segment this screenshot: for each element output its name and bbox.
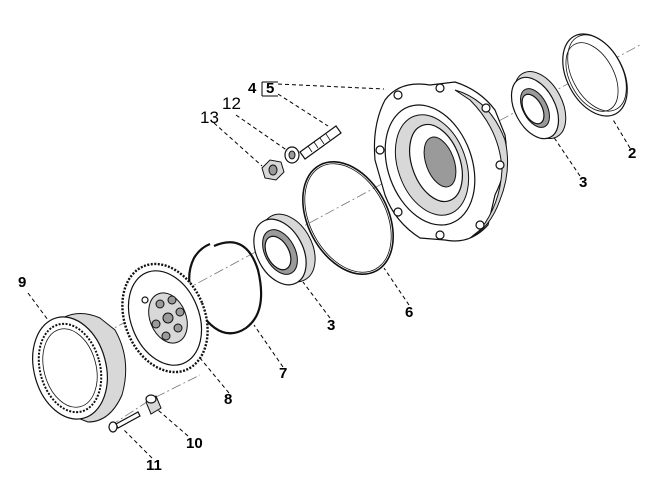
part-7-snap-ring <box>188 241 263 335</box>
callout-13: 13 <box>200 108 219 127</box>
callout-8: 8 <box>224 391 232 408</box>
callout-6: 6 <box>405 304 413 321</box>
part-9-spline-ring <box>32 313 127 423</box>
callout-labels: 2 3 4 5 6 3 7 8 9 10 11 12 13 <box>18 80 636 474</box>
part-5-stud <box>299 125 342 160</box>
leader-lines <box>27 81 631 459</box>
part-3-lower-bearing <box>253 213 316 286</box>
callout-3-lower: 3 <box>327 317 335 334</box>
part-3-upper-bearing <box>510 71 567 140</box>
part-8-drive-gear <box>121 262 209 374</box>
callout-11: 11 <box>146 457 162 474</box>
part-6-o-ring <box>302 160 394 276</box>
callout-12: 12 <box>222 94 241 113</box>
part-12-washer <box>284 146 300 164</box>
callout-10: 10 <box>186 435 203 452</box>
callout-3-upper: 3 <box>579 174 587 191</box>
part-11-pin <box>108 411 141 433</box>
callout-5: 5 <box>266 80 274 97</box>
callout-7: 7 <box>279 365 287 382</box>
part-10-bushing <box>145 394 162 415</box>
callout-9: 9 <box>18 274 26 291</box>
part-13-nut <box>261 159 285 181</box>
part-4-hub-housing <box>373 81 509 242</box>
callout-4: 4 <box>248 80 257 97</box>
part-2-seal-ring <box>562 33 628 117</box>
callout-2: 2 <box>628 145 636 162</box>
